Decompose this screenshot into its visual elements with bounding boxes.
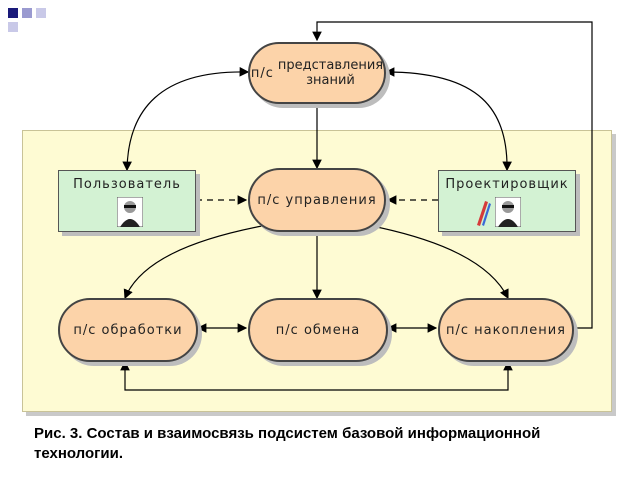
figure-caption: Рис. 3. Состав и взаимосвязь подсистем б… bbox=[34, 424, 614, 464]
node-designer: Проектировщик bbox=[438, 170, 576, 232]
arrow-storage-knowledge bbox=[312, 21, 593, 329]
exchange-label: п/с обмена bbox=[275, 322, 361, 338]
node-exchange-subsystem: п/с обмена bbox=[248, 298, 388, 362]
designer-label: Проектировщик bbox=[445, 177, 569, 192]
user-icon bbox=[117, 197, 143, 227]
corner-decoration bbox=[0, 0, 60, 40]
knowledge-line2: знаний bbox=[306, 73, 355, 88]
storage-label: п/с накопления bbox=[445, 322, 566, 338]
arrow-control-processing bbox=[123, 225, 263, 300]
caption-line2: технологии. bbox=[34, 445, 124, 462]
knowledge-prefix: п/с bbox=[250, 65, 274, 81]
control-label: п/с управления bbox=[257, 192, 377, 208]
arrow-knowledge-user bbox=[122, 67, 250, 172]
arrow-processing-storage bbox=[120, 360, 513, 391]
arrow-control-storage bbox=[371, 225, 509, 300]
processing-label: п/с обработки bbox=[73, 322, 183, 338]
node-processing-subsystem: п/с обработки bbox=[58, 298, 198, 362]
node-knowledge-subsystem: п/с представления знаний bbox=[248, 42, 386, 104]
user-label: Пользователь bbox=[73, 177, 181, 192]
node-control-subsystem: п/с управления bbox=[248, 168, 386, 232]
node-storage-subsystem: п/с накопления bbox=[438, 298, 574, 362]
node-user: Пользователь bbox=[58, 170, 196, 232]
designer-icon bbox=[495, 197, 521, 227]
knowledge-line1: представления bbox=[277, 58, 384, 73]
caption-line1: Рис. 3. Состав и взаимосвязь подсистем б… bbox=[34, 425, 541, 442]
arrow-knowledge-designer bbox=[384, 67, 512, 172]
designer-tools-icon bbox=[477, 201, 491, 226]
